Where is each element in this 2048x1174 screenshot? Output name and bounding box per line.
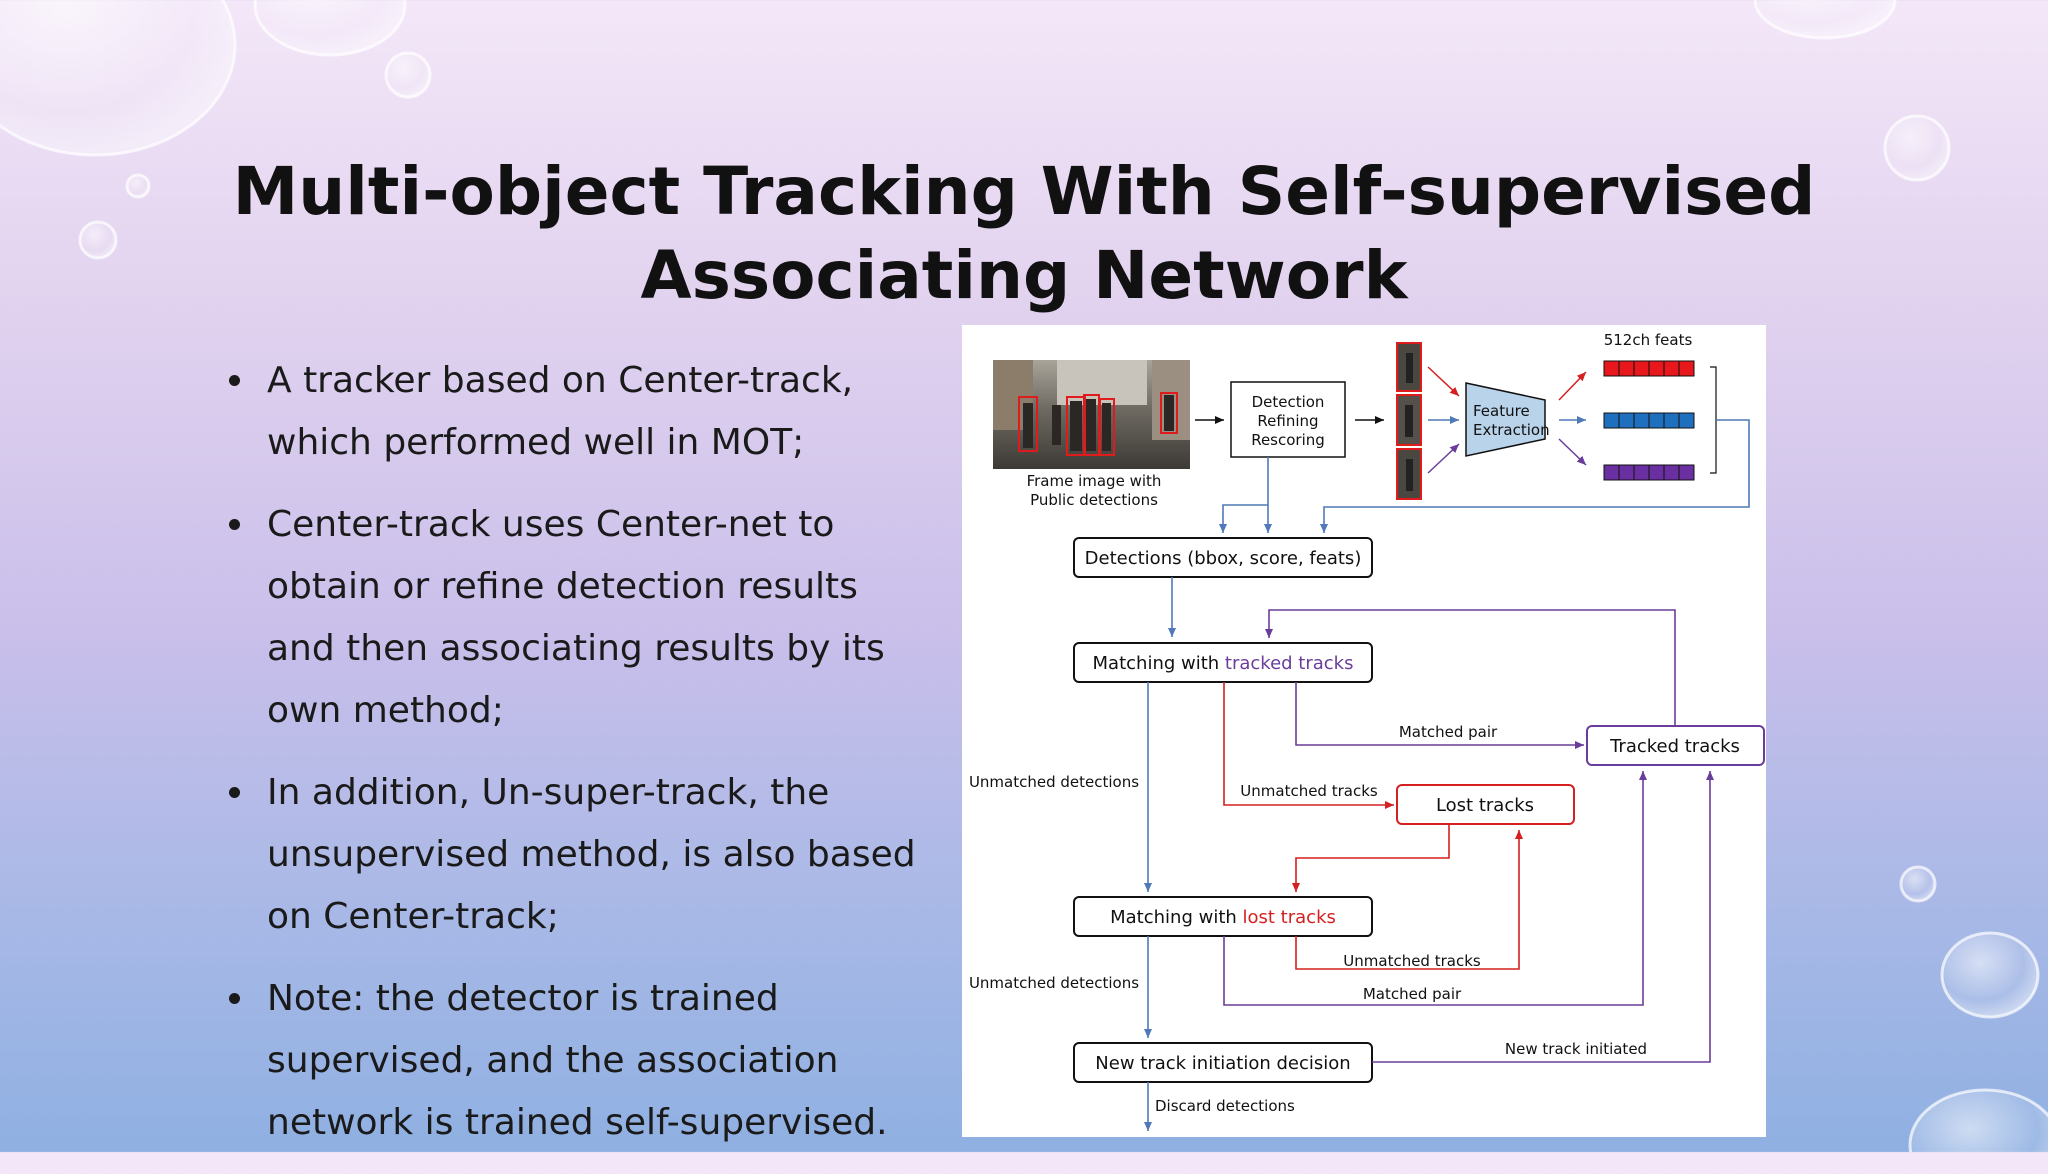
matching-lost-label: Matching with lost tracks — [1110, 907, 1336, 928]
feature-extraction-line-1: Feature — [1473, 402, 1530, 420]
feature-extraction-block — [1465, 382, 1546, 457]
slide-title-line-2: Associating Network — [640, 237, 1408, 314]
new-track-decision-label: New track initiation decision — [1095, 1053, 1350, 1074]
detection-refining-box — [1230, 381, 1346, 458]
matching-tracked-label: Matching with tracked tracks — [1093, 653, 1354, 674]
lost-tracks-label: Lost tracks — [1436, 795, 1534, 816]
feature-extraction-line-2: Extraction — [1473, 421, 1550, 439]
detections-box — [1073, 537, 1373, 578]
matching-tracked-box — [1073, 642, 1373, 683]
refine-line-3: Rescoring — [1251, 431, 1325, 449]
frame-caption-line-1: Frame image with — [1027, 472, 1162, 490]
slide-title-line-1: Multi-object Tracking With Self-supervis… — [232, 153, 1816, 230]
refine-line-2: Refining — [1257, 412, 1318, 430]
bullet-list: A tracker based on Center-track, which p… — [225, 350, 925, 1174]
bullet-item: Center-track uses Center-net to obtain o… — [225, 494, 925, 742]
discard-detections-label: Discard detections — [1155, 1097, 1295, 1115]
unmatched-tracks-label-2: Unmatched tracks — [1343, 952, 1481, 970]
purple-feature-vector — [1603, 464, 1695, 481]
matching-lost-box — [1073, 896, 1373, 937]
lost-tracks-box — [1396, 784, 1575, 825]
detections-label: Detections (bbox, score, feats) — [1085, 548, 1362, 569]
person-crops — [1396, 342, 1422, 500]
unmatched-tracks-label-1: Unmatched tracks — [1240, 782, 1378, 800]
new-track-initiated-label: New track initiated — [1505, 1040, 1647, 1058]
matched-pair-label-2: Matched pair — [1363, 985, 1462, 1003]
blue-feature-vector — [1603, 412, 1695, 429]
feats-label: 512ch feats — [1604, 331, 1693, 349]
red-feature-vector — [1603, 360, 1695, 377]
slide-title: Multi-object Tracking With Self-supervis… — [0, 150, 2048, 318]
unmatched-detections-label-2: Unmatched detections — [969, 974, 1139, 992]
unmatched-detections-label-1: Unmatched detections — [969, 773, 1139, 791]
tracked-tracks-label: Tracked tracks — [1609, 736, 1740, 757]
frame-caption-line-2: Public detections — [1030, 491, 1158, 509]
refine-line-1: Detection — [1252, 393, 1325, 411]
tracked-tracks-box — [1586, 725, 1765, 766]
frame-image — [993, 360, 1190, 469]
tracking-pipeline-diagram: Frame image with Public detections Detec… — [962, 325, 1766, 1137]
bullet-item: Note: the detector is trained supervised… — [225, 968, 925, 1154]
matched-pair-label-1: Matched pair — [1399, 723, 1498, 741]
bullet-item: In addition, Un-super-track, the unsuper… — [225, 762, 925, 948]
bullet-item: A tracker based on Center-track, which p… — [225, 350, 925, 474]
